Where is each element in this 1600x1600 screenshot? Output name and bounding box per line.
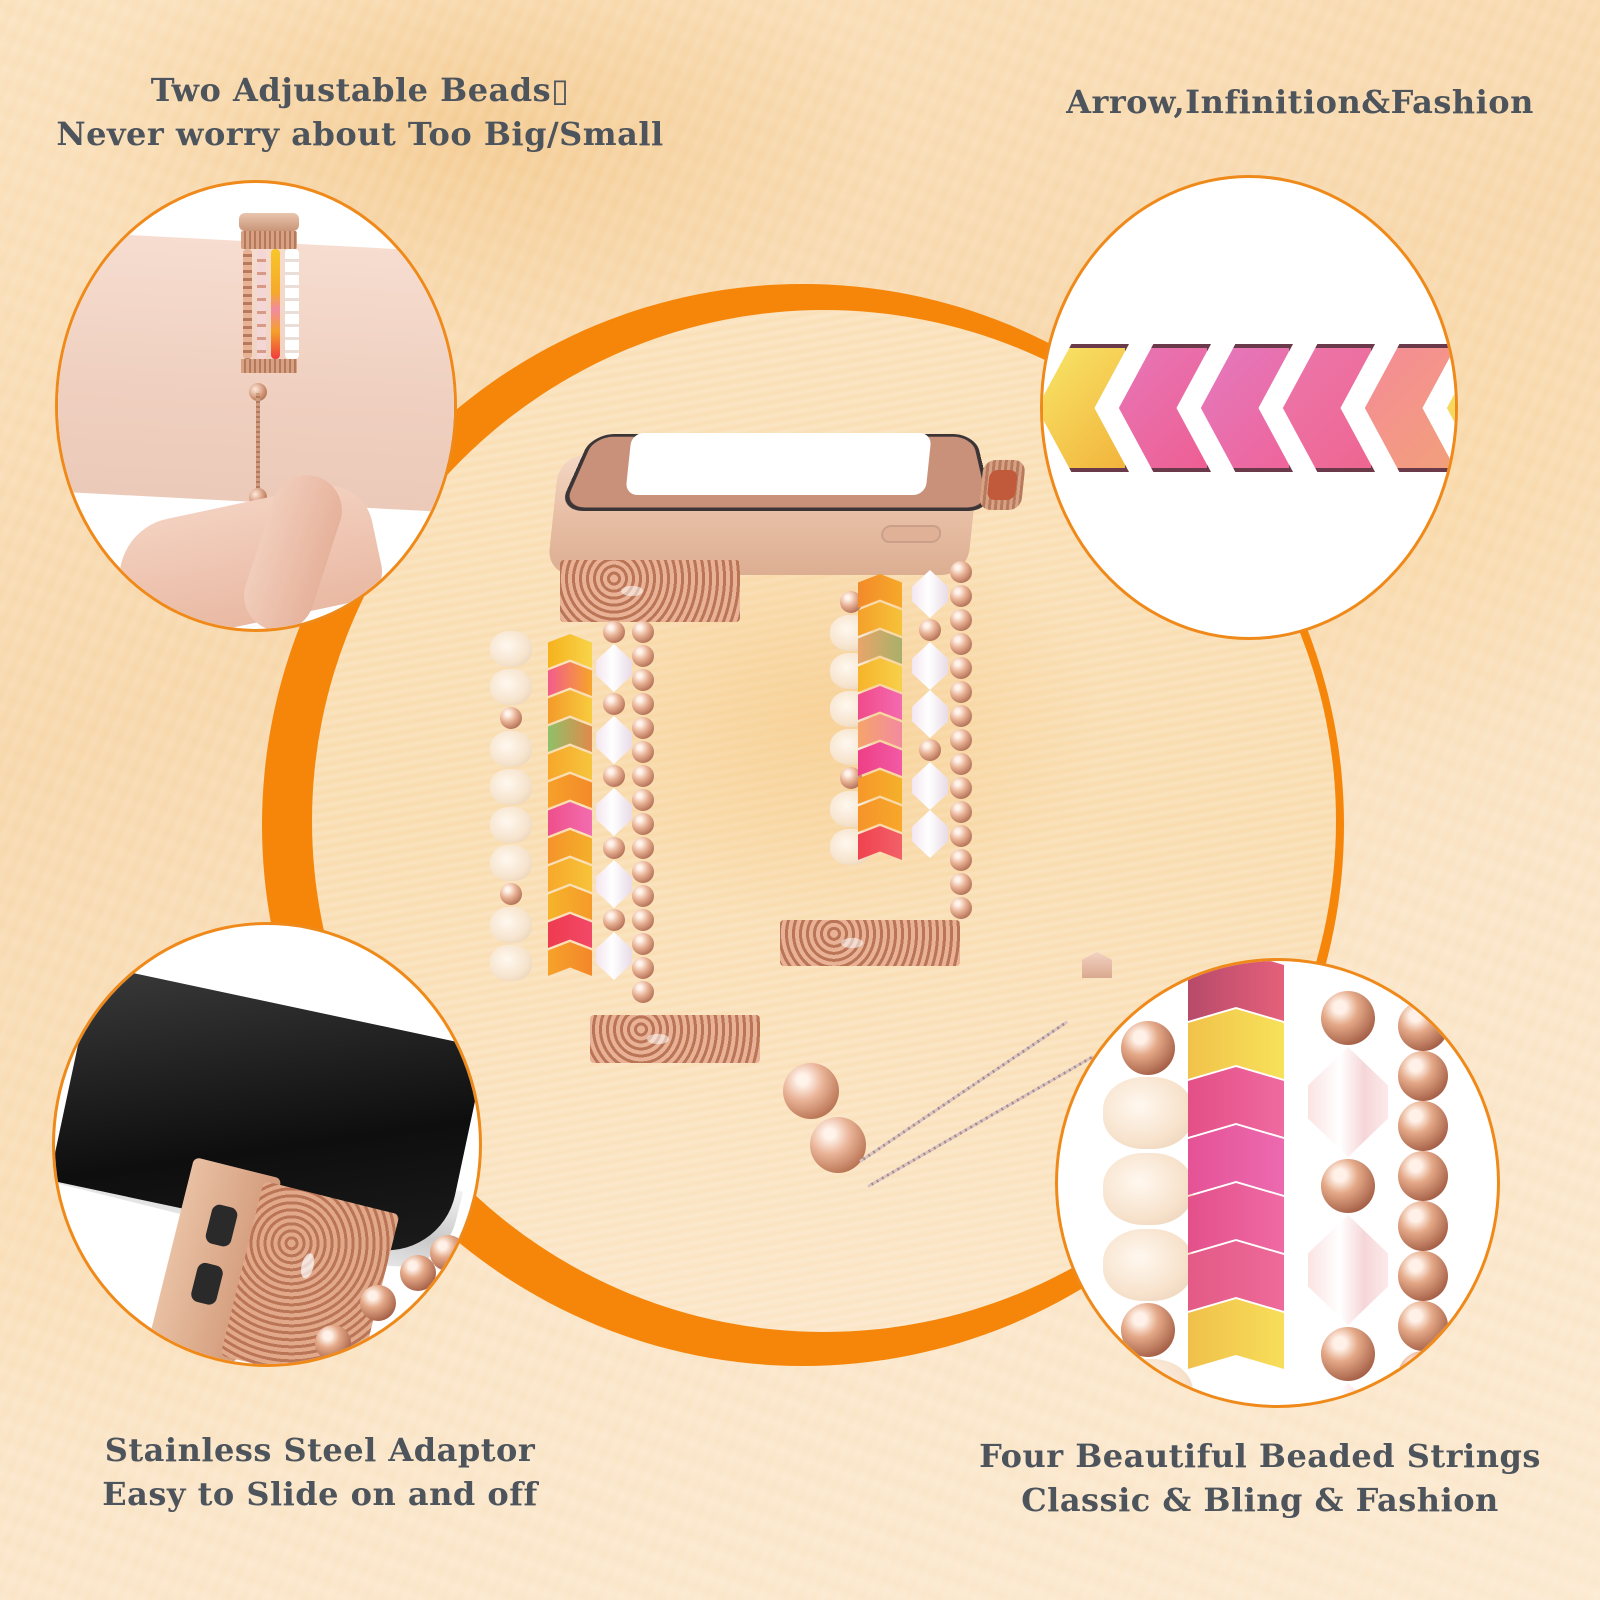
caption-adjustable-beads: Two Adjustable Beads▯ Never worry about … [30,68,690,156]
detail-circle-wrist [55,180,457,632]
top-filigree-clasp [560,560,740,622]
pearl-strand [1103,1021,1193,1405]
strand-crystal-left [596,620,632,980]
rosegold-strand [1398,1001,1448,1401]
chevron-bead-row [1043,338,1455,478]
caption-line: Stainless Steel Adaptor [104,1431,536,1469]
right-filigree-clasp [780,920,960,966]
mini-band [233,213,303,393]
caption-arrow-fashion: Arrow,Infinition&Fashion [1030,80,1570,124]
strand-rosegold-right [950,560,972,920]
detail-circle-chevrons [1040,175,1458,640]
side-button [880,525,943,543]
caption-steel-adaptor: Stainless Steel Adaptor Easy to Slide on… [60,1428,580,1516]
caption-line: Classic & Bling & Fashion [1021,1481,1499,1519]
detail-circle-adaptor [52,922,482,1367]
caption-line: Two Adjustable Beads▯ [150,71,570,109]
caption-line: Easy to Slide on and off [102,1475,538,1513]
digital-crown-center [986,470,1018,500]
watch [546,415,1026,580]
caption-line: Four Beautiful Beaded Strings [979,1437,1541,1475]
mini-slider-bead [249,383,267,401]
detail-circle-strings [1055,958,1500,1408]
strand-rosegold-left [632,620,654,1004]
crystal-strand [1308,991,1388,1405]
strand-crystal-right [912,570,948,858]
caption-line: Never worry about Too Big/Small [56,115,664,153]
strand-chevron-right [858,574,902,860]
mini-slider-chain [256,393,260,498]
chevron-strand [1188,961,1284,1369]
caption-line: Arrow,Infinition&Fashion [1066,83,1534,121]
slider-bead-lower [810,1117,866,1173]
bottom-filigree-clasp [590,1015,760,1063]
watch-face [625,433,932,495]
strand-pearl-left [490,630,532,982]
caption-beaded-strings: Four Beautiful Beaded Strings Classic & … [950,1434,1570,1522]
slider-bead-upper [783,1063,839,1119]
strand-chevron-left [548,634,592,976]
